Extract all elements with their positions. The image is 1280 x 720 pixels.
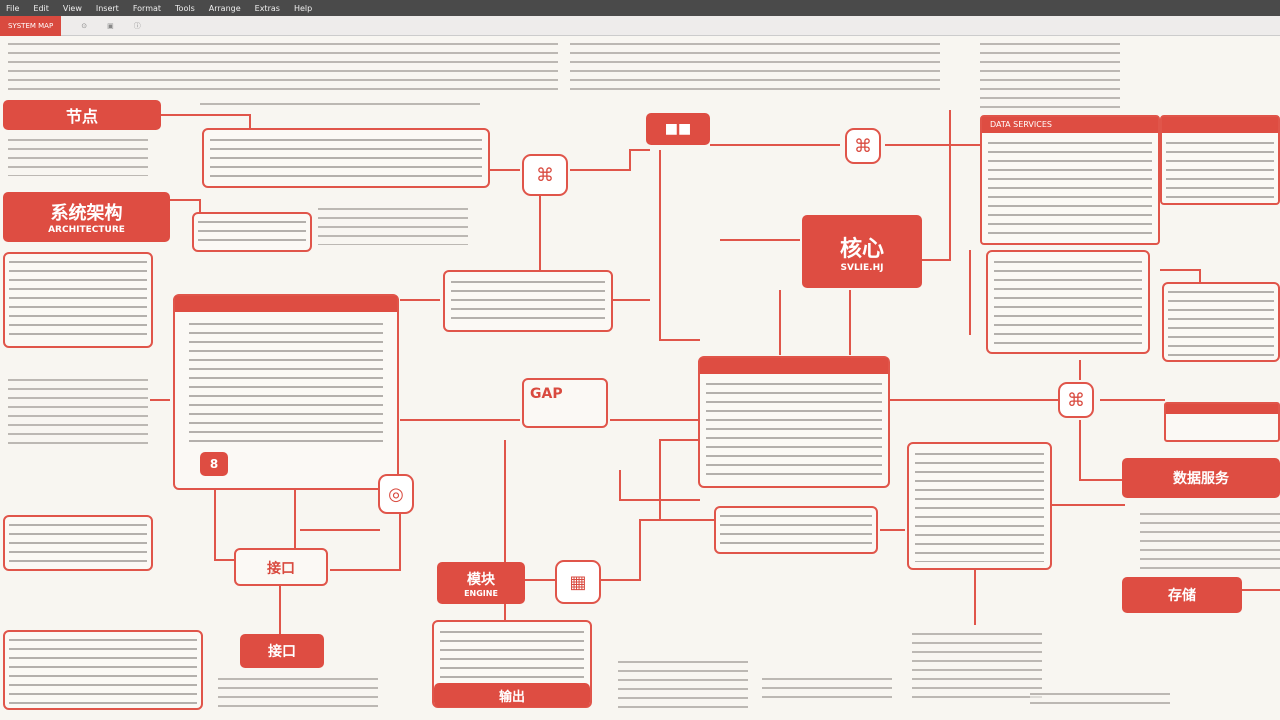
flow-icon[interactable]: ⌘ [522, 154, 568, 196]
info-icon[interactable]: ⓘ [133, 21, 141, 30]
menu-item[interactable]: Edit [33, 3, 49, 13]
document-tab[interactable]: SYSTEM MAP [0, 15, 62, 36]
menu-item[interactable]: Insert [95, 3, 119, 13]
bottom-node[interactable]: 模块 ENGINE [437, 562, 525, 604]
bottom-subtitle: ENGINE [464, 588, 498, 598]
flow-icon[interactable]: ◎ [378, 474, 414, 514]
right-panel[interactable]: DATA SERVICES [980, 115, 1160, 245]
node-box[interactable]: 接口 [234, 548, 328, 586]
node-box[interactable] [1164, 402, 1280, 442]
bottom-center-node[interactable]: 输出 [434, 683, 590, 707]
node-box[interactable] [3, 515, 153, 571]
menu-item[interactable]: Arrange [208, 3, 241, 13]
right-title-node[interactable]: 数据服务 [1122, 458, 1280, 498]
right-bottom-node[interactable]: 存储 [1122, 577, 1242, 613]
center-node[interactable]: 核心 SVLIE.HJ [802, 215, 922, 288]
node-box[interactable] [3, 630, 203, 710]
text-block [570, 40, 940, 94]
node-box[interactable] [907, 442, 1052, 570]
right-panel[interactable] [1160, 115, 1280, 205]
text-block [618, 658, 748, 708]
right-title: 数据服务 [1173, 471, 1229, 487]
search-icon[interactable]: ⊙ [81, 21, 88, 30]
left-title: 系统架构 [50, 203, 123, 224]
text-block [912, 630, 1042, 700]
detail-panel[interactable] [698, 356, 890, 488]
menu-item[interactable]: Help [293, 3, 313, 13]
node-box[interactable] [202, 128, 490, 188]
center-title: 核心 [839, 236, 884, 262]
panel-header: DATA SERVICES [982, 117, 1158, 133]
node-title[interactable]: 接口 [240, 634, 324, 668]
view-icon[interactable]: ▣ [107, 21, 114, 30]
text-block [980, 40, 1120, 108]
menu-item[interactable]: Tools [175, 3, 195, 13]
text-block [8, 136, 148, 176]
center-subtitle: SVLIE.HJ [840, 262, 884, 273]
node-box[interactable] [3, 252, 153, 348]
node-box[interactable] [986, 250, 1150, 354]
text-block [1140, 510, 1280, 570]
menu-item[interactable]: File [6, 3, 20, 13]
node-box[interactable] [714, 506, 878, 554]
text-block [200, 100, 480, 108]
node-box[interactable] [443, 270, 613, 332]
menu-item[interactable]: Extras [254, 3, 280, 13]
text-block [318, 205, 468, 245]
badge: 8 [200, 452, 228, 476]
menu-item[interactable]: View [62, 3, 82, 13]
text-block [762, 675, 892, 705]
bottom-title: 模块 [467, 571, 495, 588]
node-title[interactable]: 节点 [3, 100, 161, 130]
main-panel[interactable] [173, 294, 399, 490]
text-block [1030, 690, 1170, 706]
left-subtitle: ARCHITECTURE [48, 225, 125, 235]
grid-icon[interactable]: ▦ [555, 560, 601, 604]
left-title-node[interactable]: 系统架构 ARCHITECTURE [3, 192, 170, 242]
flow-icon[interactable]: ⌘ [845, 128, 881, 164]
flow-icon[interactable]: ⌘ [1058, 382, 1094, 418]
mid-node[interactable]: GAP [522, 378, 608, 428]
menu-item[interactable]: Format [132, 3, 162, 13]
node-box[interactable] [192, 212, 312, 252]
text-block [8, 376, 148, 446]
text-block [218, 675, 378, 711]
node-box[interactable] [1162, 282, 1280, 362]
toolbar: SYSTEM MAP ⊙ ▣ ⓘ [0, 15, 1280, 36]
small-node[interactable]: ■■ [646, 113, 710, 145]
text-block [8, 40, 558, 94]
menu-bar: File Edit View Insert Format Tools Arran… [0, 0, 1280, 16]
